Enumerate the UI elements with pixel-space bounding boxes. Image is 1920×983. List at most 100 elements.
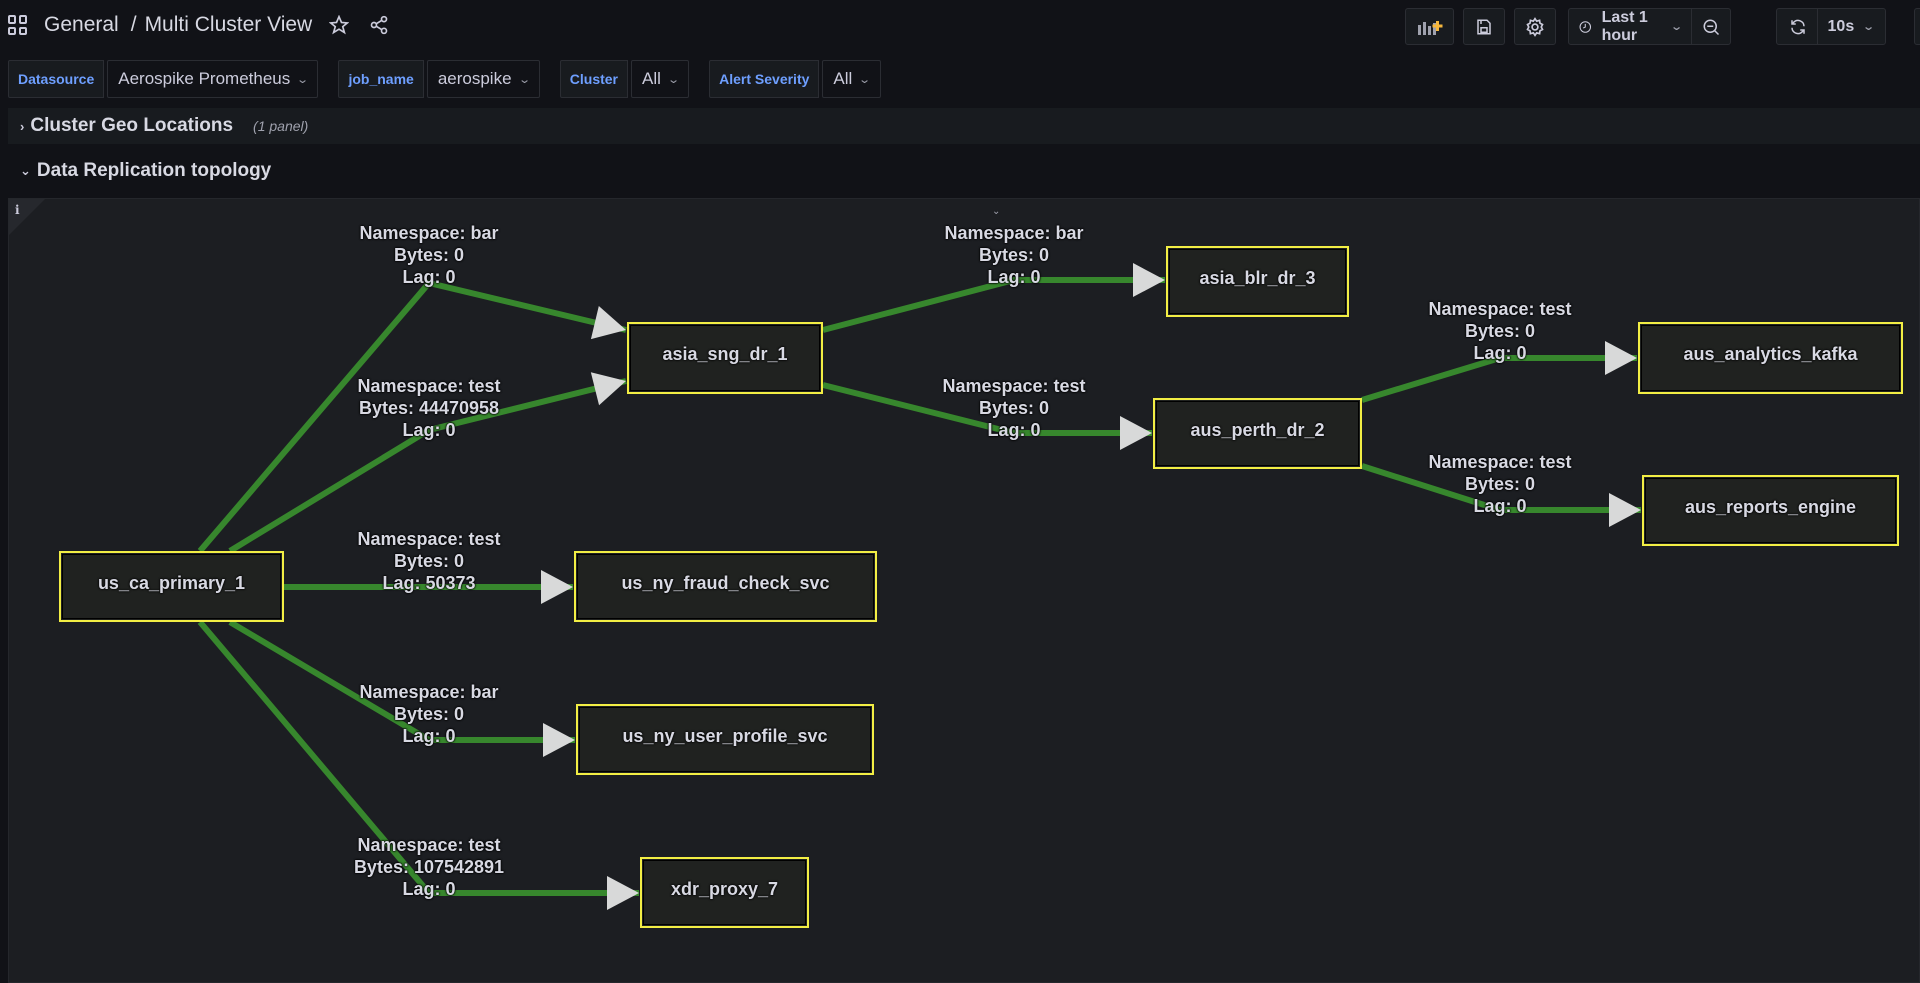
row-title: Data Replication topology: [36, 160, 272, 181]
edge-bytes: Bytes: 0: [393, 551, 465, 571]
panel-info-corner[interactable]: [9, 199, 45, 235]
edge-bytes: Bytes: 0: [1464, 321, 1536, 341]
template-variables-bar: Datasource Aerospike Prometheus⌄ job_nam…: [8, 60, 901, 98]
gear-icon: [1526, 16, 1544, 37]
variable-datasource: Datasource Aerospike Prometheus⌄: [8, 60, 319, 98]
variable-cluster-select[interactable]: All ⌄: [631, 60, 690, 98]
edge-lag: Lag: 0: [402, 420, 456, 440]
edge-lag: Lag: 0: [1473, 343, 1527, 363]
variable-label: Cluster: [559, 60, 628, 98]
variable-alert-severity-select[interactable]: All ⌄: [822, 60, 881, 98]
star-icon[interactable]: [326, 12, 352, 38]
edge-lag: Lag: 0: [987, 267, 1041, 287]
variable-alert-severity: Alert Severity All ⌄: [709, 60, 881, 98]
time-range-label: Last 1 hour: [1601, 8, 1648, 44]
chevron-down-icon: ⌄: [667, 73, 680, 86]
row-data-replication-topology[interactable]: ⌄ Data Replication topology: [8, 155, 271, 187]
cluster-node-aus-analytics-kafka[interactable]: aus_analytics_kafka: [1638, 322, 1903, 394]
view-mode-button[interactable]: [1914, 8, 1920, 45]
node-label: asia_blr_dr_3: [1199, 268, 1316, 288]
node-label: us_ny_fraud_check_svc: [621, 573, 830, 593]
variable-label: job_name: [338, 60, 424, 98]
node-label: xdr_proxy_7: [670, 879, 779, 899]
edge-namespace: Namespace: test: [357, 835, 501, 855]
zoom-out-icon: [1703, 19, 1720, 35]
zoom-out-button[interactable]: [1691, 9, 1730, 44]
chevron-down-icon: ⌄: [1669, 21, 1683, 33]
edge-lag: Lag: 0: [402, 726, 456, 746]
variable-label: Alert Severity: [709, 60, 820, 98]
node-label: aus_analytics_kafka: [1683, 344, 1858, 364]
edge-bytes: Bytes: 0: [393, 704, 465, 724]
edge-namespace: Namespace: test: [1428, 452, 1572, 472]
refresh-button[interactable]: [1779, 9, 1817, 44]
edge-lag: Lag: 50373: [382, 573, 476, 593]
clock-icon: [1579, 20, 1592, 33]
add-panel-button[interactable]: [1405, 8, 1454, 45]
variable-job-name: job_name aerospike ⌄: [338, 60, 540, 98]
cluster-node-us-ca-primary-1[interactable]: us_ca_primary_1: [59, 551, 284, 622]
save-dashboard-button[interactable]: [1463, 8, 1505, 45]
breadcrumb-separator: /: [130, 13, 137, 36]
edge-bytes: Bytes: 0: [1464, 474, 1536, 494]
cluster-node-xdr-proxy-7[interactable]: xdr_proxy_7: [640, 857, 809, 928]
edge-namespace: Namespace: test: [1428, 299, 1572, 319]
edge-namespace: Namespace: test: [942, 376, 1086, 396]
cluster-node-us-ny-user-profile-svc[interactable]: us_ny_user_profile_svc: [576, 704, 874, 775]
chevron-right-icon: ›: [20, 118, 25, 134]
info-icon[interactable]: i: [15, 203, 20, 217]
chevron-down-icon: ⌄: [1862, 21, 1876, 33]
topology-panel: i ⌄: [8, 198, 1920, 983]
variable-datasource-select[interactable]: Aerospike Prometheus ⌄: [107, 60, 319, 98]
refresh-icon: [1790, 19, 1805, 34]
chevron-down-icon: ⌄: [296, 73, 310, 86]
cluster-node-asia-blr-dr-3[interactable]: asia_blr_dr_3: [1166, 246, 1349, 317]
time-range-button[interactable]: Last 1 hour ⌄: [1569, 9, 1691, 44]
folder-link[interactable]: General: [44, 13, 119, 36]
dashboards-grid-icon[interactable]: [8, 15, 28, 35]
edge-bytes: Bytes: 0: [393, 245, 465, 265]
share-icon[interactable]: [366, 12, 392, 38]
edge-lag: Lag: 0: [402, 267, 456, 287]
refresh-picker[interactable]: 10s ⌄: [1776, 8, 1886, 45]
variable-job-name-select[interactable]: aerospike ⌄: [426, 60, 540, 98]
cluster-node-asia-sng-dr-1[interactable]: asia_sng_dr_1: [627, 322, 823, 394]
panel-menu-chevron-icon[interactable]: ⌄: [992, 206, 1001, 217]
cluster-node-aus-reports-engine[interactable]: aus_reports_engine: [1642, 475, 1899, 546]
save-icon: [1477, 19, 1491, 34]
node-label: us_ca_primary_1: [97, 573, 246, 593]
edge-bytes: Bytes: 0: [978, 245, 1050, 265]
dashboard-title[interactable]: Multi Cluster View: [144, 13, 313, 36]
variable-value: All: [642, 69, 661, 88]
variable-value: aerospike: [437, 69, 512, 88]
edge-bytes: Bytes: 107542891: [353, 857, 505, 877]
edge-bytes: Bytes: 0: [978, 398, 1050, 418]
refresh-interval-label: 10s: [1827, 17, 1855, 35]
dashboard-settings-button[interactable]: [1514, 8, 1556, 45]
variable-value: All: [833, 69, 853, 88]
chevron-down-icon: ⌄: [517, 73, 531, 86]
variable-cluster: Cluster All ⌄: [559, 60, 690, 98]
time-range-picker[interactable]: Last 1 hour ⌄: [1568, 8, 1731, 45]
cluster-node-aus-perth-dr-2[interactable]: aus_perth_dr_2: [1153, 398, 1362, 469]
edge-lag: Lag: 0: [987, 420, 1041, 440]
edge-lag: Lag: 0: [1473, 496, 1527, 516]
node-label: asia_sng_dr_1: [662, 344, 788, 364]
chevron-down-icon: ⌄: [858, 73, 872, 86]
row-cluster-geo-locations[interactable]: › Cluster Geo Locations (1 panel): [8, 108, 1920, 144]
refresh-interval-dropdown[interactable]: 10s ⌄: [1816, 9, 1884, 44]
row-panel-count: (1 panel): [253, 118, 309, 134]
node-label: us_ny_user_profile_svc: [622, 726, 828, 746]
cluster-node-us-ny-fraud-check-svc[interactable]: us_ny_fraud_check_svc: [574, 551, 877, 622]
edge-namespace: Namespace: bar: [944, 223, 1084, 243]
edge-lag: Lag: 0: [402, 879, 456, 899]
variable-value: Aerospike Prometheus: [118, 69, 291, 88]
